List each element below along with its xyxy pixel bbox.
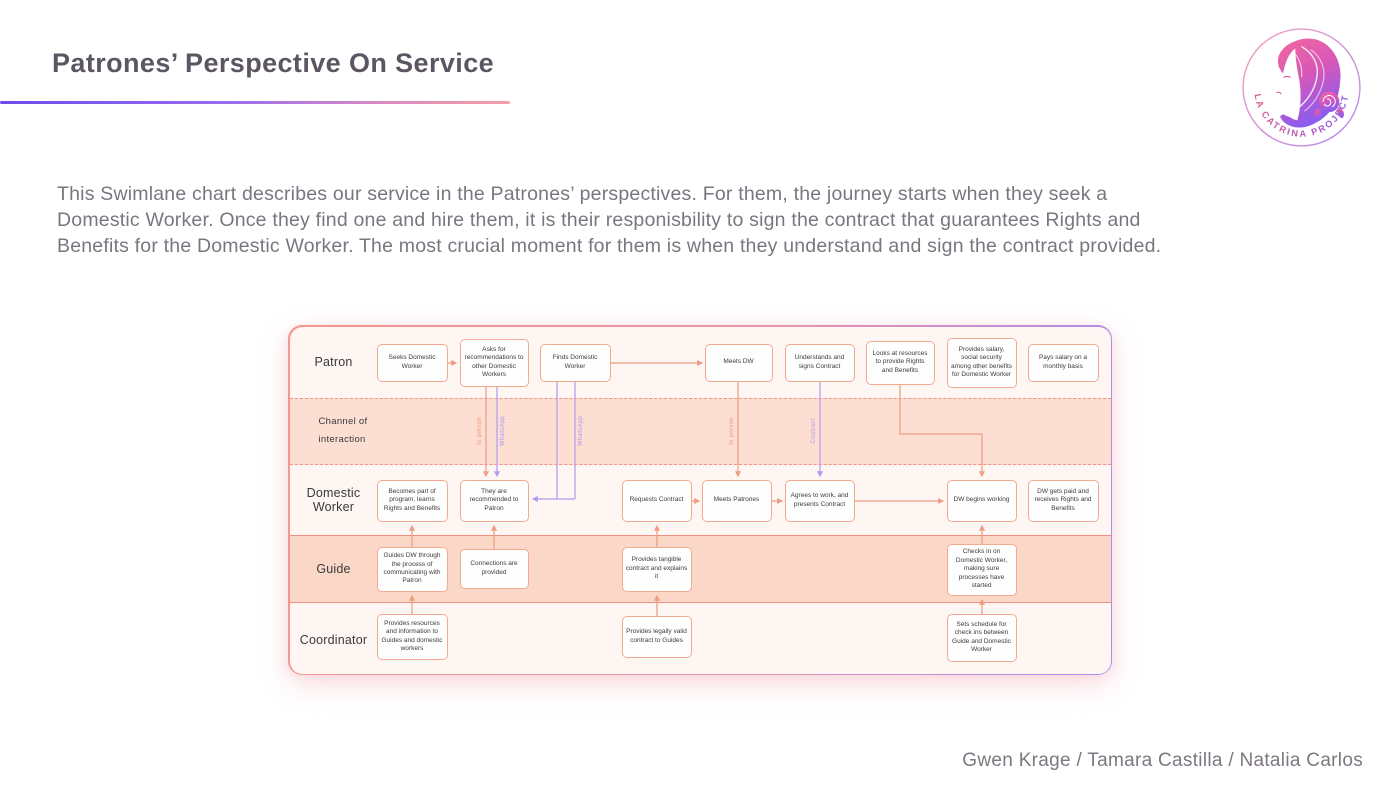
node-pays-salary: Pays salary on a monthly basis bbox=[1027, 343, 1099, 382]
node-provides-legal-contract: Provides legally valid contract to Guide… bbox=[621, 615, 692, 658]
lane-label-channel: Channel of interaction bbox=[318, 415, 368, 445]
node-agrees-to-work: Agrees to work, and presents Contract bbox=[784, 479, 855, 522]
description-text: This Swimlane chart describes our servic… bbox=[57, 181, 1187, 259]
node-guides-dw: Guides DW through the process of communi… bbox=[376, 546, 448, 592]
connector-layer: In person WhatsApp WhatsApp In person Contra… bbox=[408, 359, 985, 616]
node-understands-signs: Understands and signs Contract bbox=[784, 343, 855, 382]
description-line-3: Benefits for the Domestic Worker. The mo… bbox=[57, 235, 1162, 257]
node-checks-in: Checks in on Domestic Worker, making sur… bbox=[946, 543, 1017, 596]
node-provides-salary: Provides salary, social security among o… bbox=[946, 337, 1017, 388]
la-catrina-logo: LA CATRINA PROJECT bbox=[1240, 26, 1363, 149]
lane-label-patron: Patron bbox=[314, 355, 353, 369]
node-finds-domestic-worker: Finds Domestic Worker bbox=[539, 343, 611, 382]
description-line-1: This Swimlane chart describes our servic… bbox=[57, 183, 1108, 205]
lane-channel bbox=[289, 397, 1111, 465]
title-underline bbox=[0, 101, 510, 104]
node-meets-dw: Meets DW bbox=[704, 343, 773, 382]
node-asks-recommendations: Asks for recommendations to other Domest… bbox=[459, 338, 529, 387]
description-line-2: Domestic Worker. Once they find one and … bbox=[57, 209, 1141, 231]
node-provides-tangible: Provides tangible contract and explains … bbox=[621, 546, 692, 592]
svg-text:WhatsApp: WhatsApp bbox=[578, 415, 584, 445]
svg-text:In person: In person bbox=[729, 417, 735, 445]
svg-text:Contract: Contract bbox=[811, 418, 817, 443]
svg-text:WhatsApp: WhatsApp bbox=[500, 415, 506, 445]
node-requests-contract: Requests Contract bbox=[621, 479, 692, 522]
node-dw-begins-working: DW begins working bbox=[946, 479, 1017, 522]
woman-profile-icon: LA CATRINA PROJECT bbox=[1242, 28, 1361, 147]
node-dw-gets-paid: DW gets paid and receives Rights and Ben… bbox=[1027, 479, 1099, 522]
node-becomes-part-of-program: Becomes part of program, learns Rights a… bbox=[376, 479, 448, 522]
page-title: Patrones’ Perspective On Service bbox=[52, 48, 495, 78]
node-provides-resources: Provides resources and information to Gu… bbox=[376, 613, 448, 660]
node-connections-provided: Connections are provided bbox=[459, 548, 529, 589]
node-they-are-recommended: They are recommended to Patron bbox=[459, 479, 529, 522]
lane-label-domestic-worker: Domestic Worker bbox=[306, 485, 361, 514]
swimlane-chart: In person WhatsApp WhatsApp In person Contra… bbox=[288, 325, 1112, 675]
svg-text:In person: In person bbox=[477, 417, 483, 445]
node-sets-schedule: Sets schedule for check ins between Guid… bbox=[946, 613, 1017, 662]
rose-icon bbox=[1314, 91, 1344, 120]
node-seeks-domestic-worker: Seeks Domestic Worker bbox=[376, 343, 448, 382]
node-meets-patrones: Meets Patrones bbox=[701, 479, 772, 522]
credits-text: Gwen Krage / Tamara Castilla / Natalia C… bbox=[962, 750, 1363, 771]
lane-label-coordinator: Coordinator bbox=[299, 632, 368, 647]
lane-label-guide: Guide bbox=[316, 561, 351, 576]
swimlane-chart-inner: In person WhatsApp WhatsApp In person Contra… bbox=[289, 326, 1111, 674]
node-looks-at-resources: Looks at resources to provide Rights and… bbox=[865, 340, 935, 385]
